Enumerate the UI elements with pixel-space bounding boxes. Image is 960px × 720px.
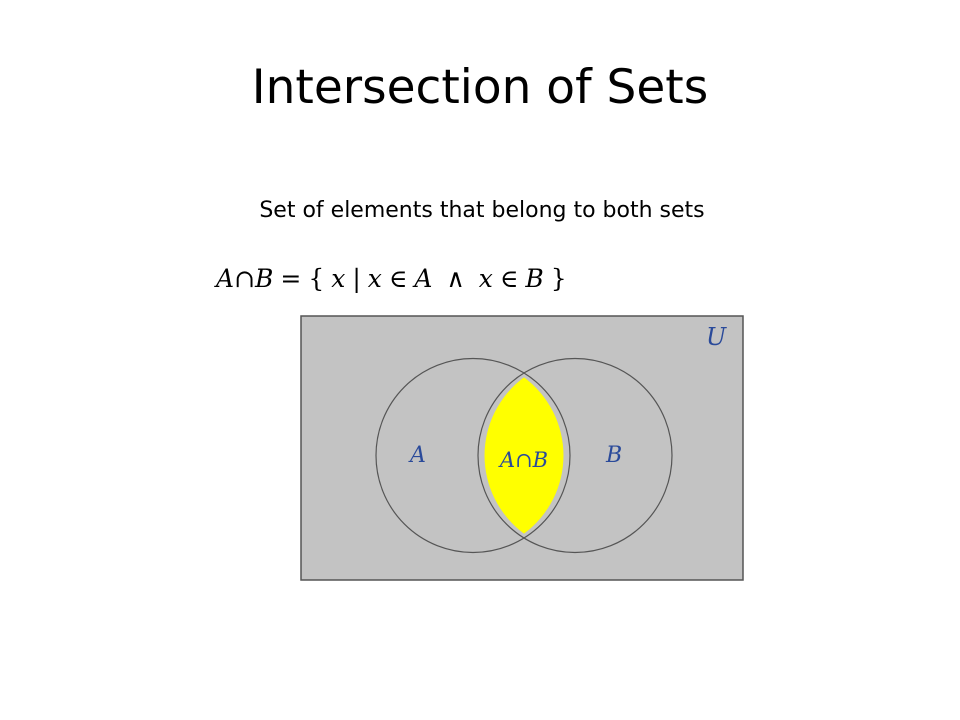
slide-subtitle: Set of elements that belong to both sets (259, 198, 705, 223)
formula-set-b-2: B (525, 263, 544, 293)
intersection-region (484, 377, 564, 534)
formula-equals: = (280, 263, 302, 293)
formula-var-2: x (367, 263, 382, 293)
formula-set-a: A (216, 263, 235, 293)
formula-set-b: B (255, 263, 274, 293)
formula-bar: | (352, 263, 361, 293)
set-b-label: B (605, 443, 622, 468)
set-a-label: A (408, 443, 426, 468)
formula-var-3: x (478, 263, 493, 293)
formula-set-a-2: A (414, 263, 433, 293)
formula-element-of-1: ∈ (388, 263, 408, 293)
formula-open-brace: { (308, 263, 325, 293)
formula-element-of-2: ∈ (499, 263, 519, 293)
universe-label: U (706, 323, 727, 351)
slide-title: Intersection of Sets (251, 60, 709, 115)
set-b-circle (477, 357, 673, 554)
intersection-label: A∩B (498, 448, 548, 472)
formula-var-1: x (331, 263, 346, 293)
intersection-formula: A ∩ B = { x | x ∈ A ∧ x ∈ B } (216, 258, 567, 298)
venn-diagram: U A B A∩B (300, 315, 744, 581)
formula-intersect-symbol: ∩ (234, 263, 256, 293)
set-a-circle (375, 357, 571, 554)
formula-and-symbol: ∧ (446, 263, 465, 293)
formula-close-brace: } (550, 263, 567, 293)
